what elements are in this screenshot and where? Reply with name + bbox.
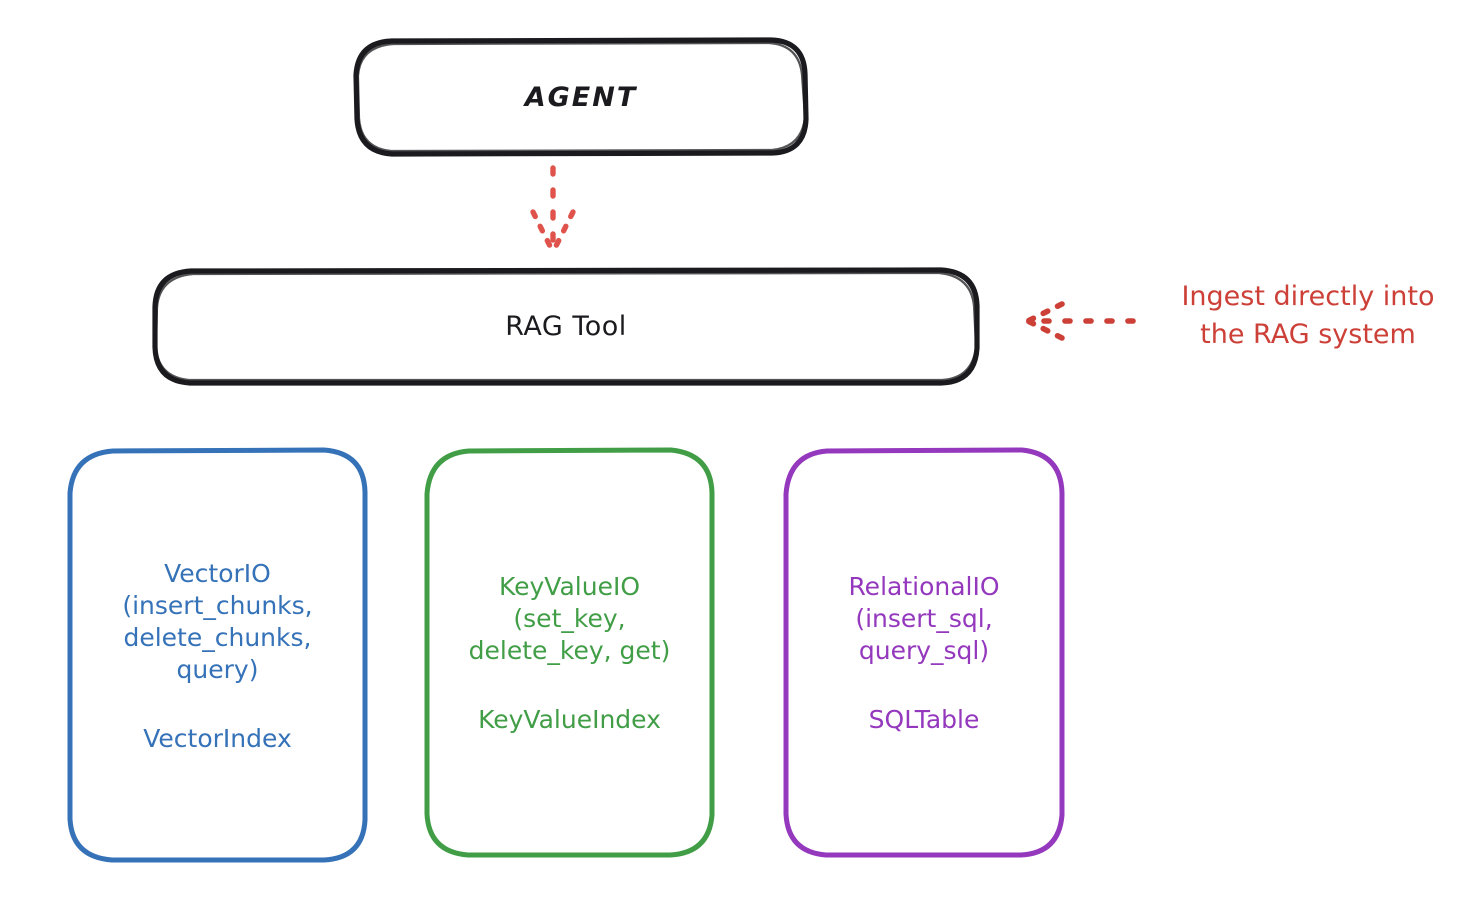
agent-box-outline [353,37,809,157]
relationalio-box-outline [783,447,1065,858]
key-value-index-label: KeyValueIndex [478,705,661,734]
node-vector-io[interactable]: VectorIO (insert_chunks, delete_chunks, … [70,450,365,860]
node-relational-io[interactable]: RelationalIO (insert_sql, query_sql) SQL… [786,450,1062,855]
node-agent[interactable]: AGENT [356,40,806,154]
ingest-arrow [1025,301,1136,341]
relational-io-api-label: RelationalIO (insert_sql, query_sql) [848,572,1000,665]
agent-to-rag-tool-arrow [530,165,576,256]
node-key-value-io[interactable]: KeyValueIO (set_key, delete_key, get) Ke… [427,450,712,855]
node-rag-tool[interactable]: RAG Tool [155,270,977,383]
vectorio-box-outline [67,447,368,863]
vector-io-api-label: VectorIO (insert_chunks, delete_chunks, … [122,558,313,684]
ingest-annotation-text: Ingest directly into the RAG system [1181,281,1435,351]
key-value-io-api-label: KeyValueIO (set_key, delete_key, get) [468,572,671,665]
keyvalueio-box-outline [424,447,715,858]
rag-tool-box-outline [152,267,980,386]
sql-table-label: SQLTable [868,705,980,734]
rag-tool-label: RAG Tool [505,311,627,342]
vector-index-label: VectorIndex [143,723,292,753]
agent-label: AGENT [524,81,638,113]
